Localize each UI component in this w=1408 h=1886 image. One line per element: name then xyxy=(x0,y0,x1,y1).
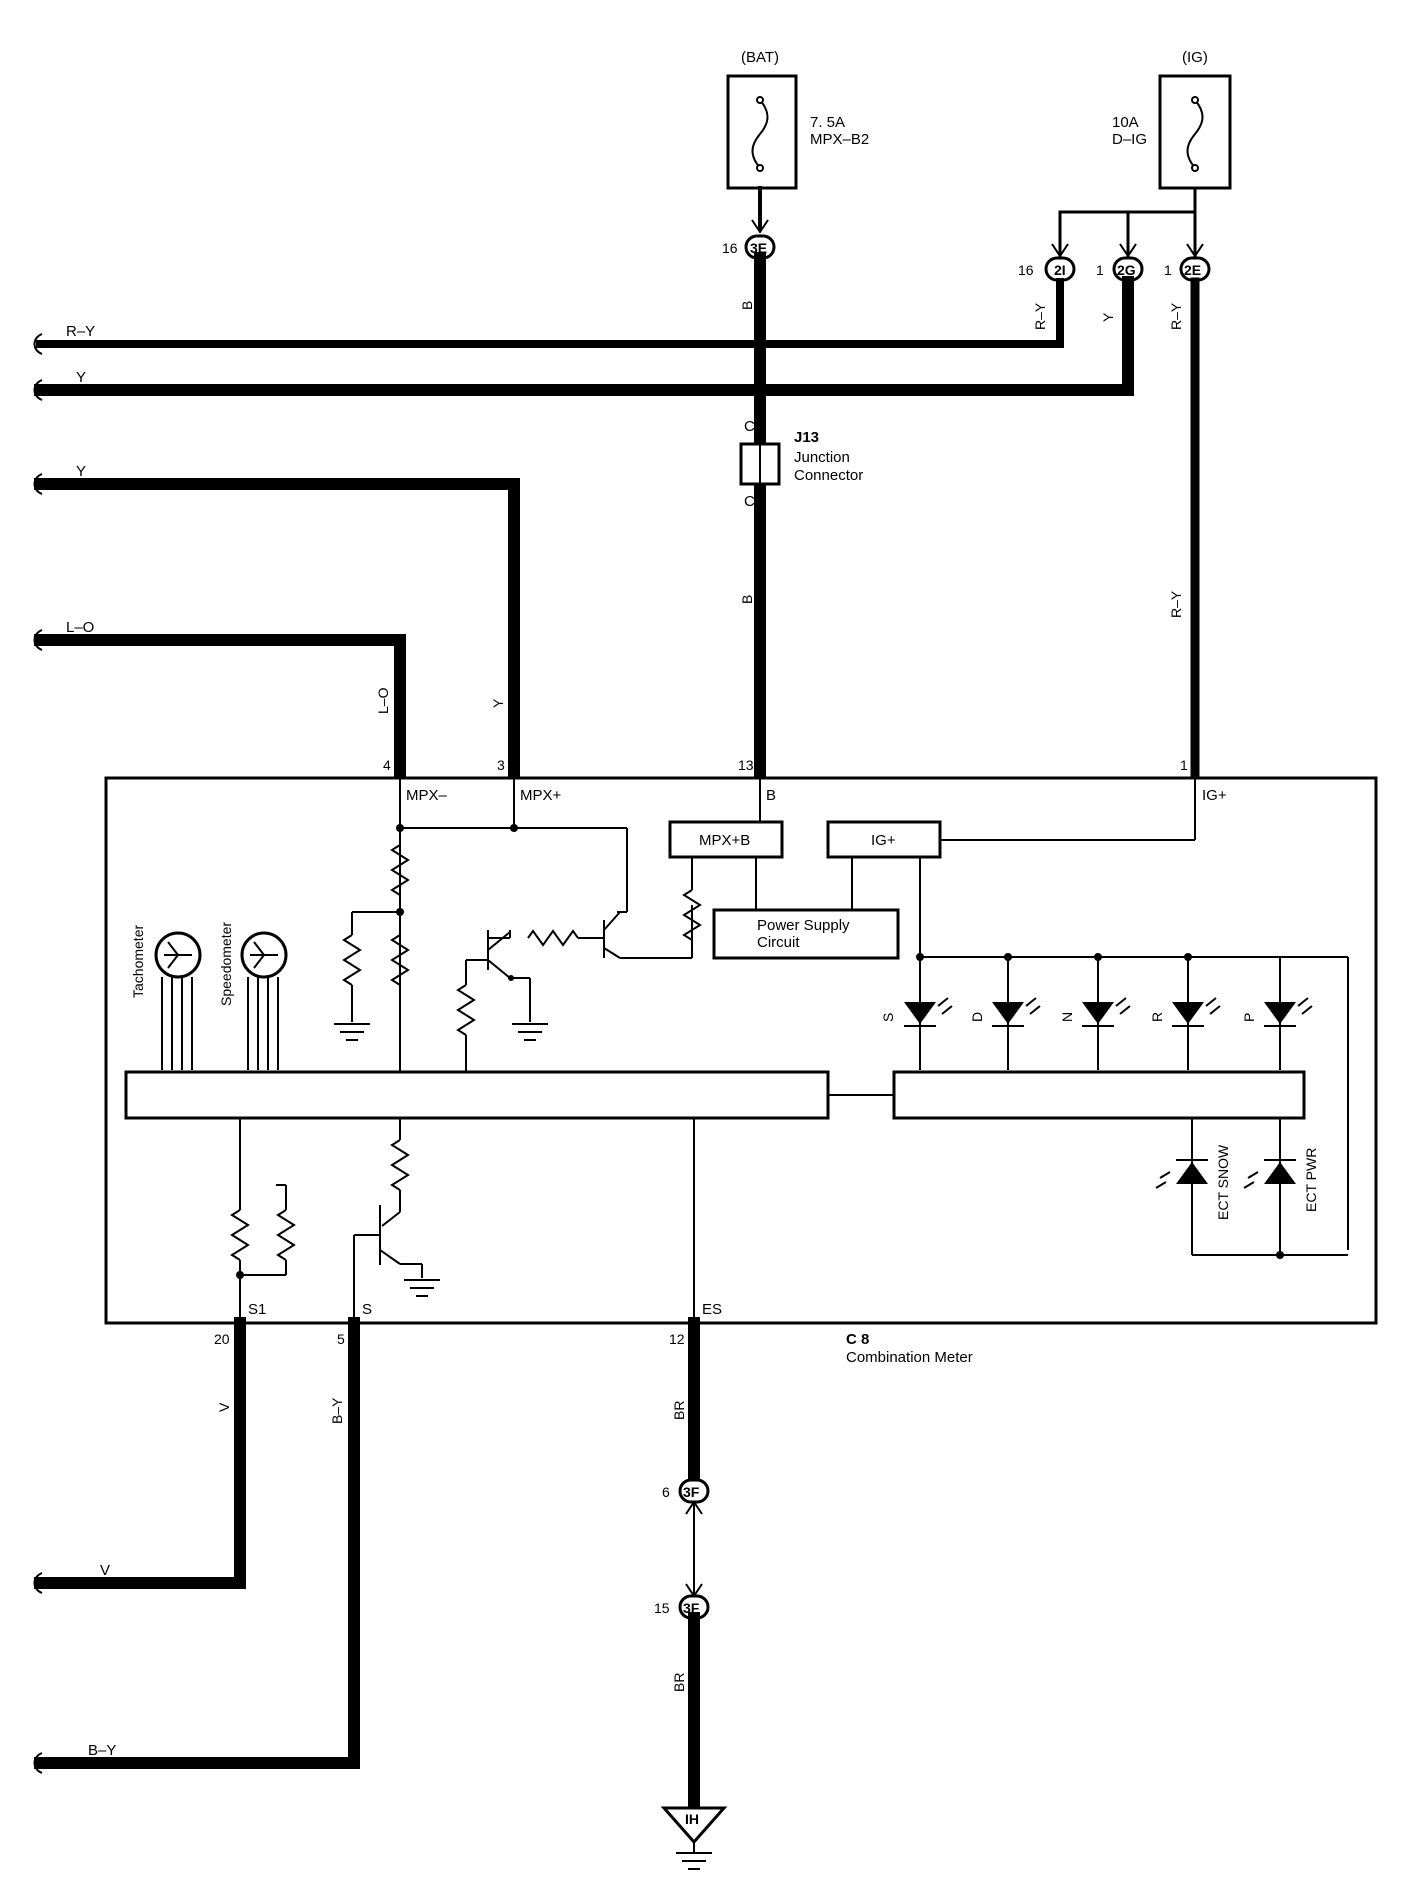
wire-label-vert-ry-lower: R–Y xyxy=(1168,590,1184,618)
svg-text:J13: J13 xyxy=(794,429,819,446)
wire-label-left-v: V xyxy=(100,1562,110,1579)
combination-meter: 4 3 13 1 MPX– MPX+ B IG+ xyxy=(104,757,1378,1325)
svg-text:MPX+B: MPX+B xyxy=(699,832,750,849)
svg-text:C: C xyxy=(744,418,755,435)
wire-label-vert-b-lower: B xyxy=(739,595,755,604)
svg-text:Junction: Junction xyxy=(794,449,850,466)
wire-label-left-by: B–Y xyxy=(88,1742,116,1759)
led-p: P xyxy=(1241,957,1313,1070)
speedometer-gauge: Speedometer xyxy=(218,922,288,1070)
connector-2G: 2G 1 xyxy=(1096,256,1144,282)
svg-text:P: P xyxy=(1241,1013,1257,1022)
wire-label-left-y2: Y xyxy=(76,463,86,480)
connector-2I: 2I 16 xyxy=(1018,256,1076,282)
wire-label-vert-y: Y xyxy=(490,698,506,708)
connector-2E: 2E 1 xyxy=(1164,256,1211,282)
svg-text:R: R xyxy=(1149,1012,1165,1022)
fuse-ig-name: D–IG xyxy=(1112,131,1147,148)
ect-snow-label: ECT SNOW xyxy=(1215,1144,1231,1220)
fuse-ig-source: (IG) xyxy=(1182,49,1208,66)
wire-label-left-y1: Y xyxy=(76,369,86,386)
svg-text:S: S xyxy=(880,1013,896,1022)
pin-label-b: B xyxy=(766,787,776,804)
svg-text:16: 16 xyxy=(1018,262,1034,278)
connector-3F-upper: 3F 6 xyxy=(662,1478,710,1504)
pin-num-mpx-plus: 3 xyxy=(497,757,505,773)
svg-text:2E: 2E xyxy=(1184,262,1201,278)
tachometer-label: Tachometer xyxy=(130,925,146,998)
pin-num-ig-plus: 1 xyxy=(1180,757,1188,773)
tachometer-gauge: Tachometer xyxy=(130,925,202,1070)
fuse-ig: (IG) 10A D–IG xyxy=(1112,49,1232,190)
wire-label-vert-ry-2i: R–Y xyxy=(1032,302,1048,330)
ect-pwr-label: ECT PWR xyxy=(1303,1148,1319,1212)
fuse-bat-source: (BAT) xyxy=(741,49,779,66)
svg-text:2I: 2I xyxy=(1054,262,1066,278)
indicator-leds: S D N R xyxy=(880,957,1313,1070)
wire-label-vert-v: V xyxy=(216,1402,232,1412)
ground-ih: IH xyxy=(660,1806,728,1870)
svg-text:Circuit: Circuit xyxy=(757,934,800,951)
fuse-bat-name: MPX–B2 xyxy=(810,131,869,148)
junction-j13: C C J13 Junction Connector xyxy=(739,418,863,510)
wire-label-vert-br-lower: BR xyxy=(671,1673,687,1692)
internal-bus-left xyxy=(124,1070,830,1120)
pin-label-ig-plus: IG+ xyxy=(1202,787,1227,804)
pin-label-mpx-minus: MPX– xyxy=(406,787,448,804)
internal-bus-right xyxy=(892,1070,1306,1120)
svg-text:1: 1 xyxy=(1096,262,1104,278)
connector-3E-top: 3E 16 xyxy=(722,234,776,260)
wire-label-vert-lo: L–O xyxy=(375,687,391,714)
svg-text:N: N xyxy=(1059,1012,1075,1022)
svg-text:16: 16 xyxy=(722,240,738,256)
wire-label-left-lo: L–O xyxy=(66,619,94,636)
fuse-bat: (BAT) 7. 5A MPX–B2 xyxy=(726,49,869,190)
speedometer-label: Speedometer xyxy=(218,922,234,1006)
svg-text:C: C xyxy=(744,493,755,510)
wire-label-vert-by: B–Y xyxy=(329,1397,345,1424)
wire-label-vert-y-2g: Y xyxy=(1100,312,1116,322)
led-s: S xyxy=(880,957,953,1070)
pin-label-s1: S1 xyxy=(248,1301,266,1318)
block-power-supply xyxy=(712,908,900,960)
pin-num-s: 5 xyxy=(337,1331,345,1347)
wire-label-vert-b-upper: B xyxy=(739,301,755,310)
svg-text:6: 6 xyxy=(662,1484,670,1500)
meter-id: C 8 xyxy=(846,1331,869,1348)
wire-ends-left xyxy=(33,333,43,1774)
pin-label-s: S xyxy=(362,1301,372,1318)
svg-text:2G: 2G xyxy=(1117,262,1136,278)
ect-indicators: ECT SNOW ECT PWR xyxy=(1155,1118,1348,1259)
pin-label-es: ES xyxy=(702,1301,722,1318)
svg-text:IH: IH xyxy=(685,1811,699,1827)
svg-text:1: 1 xyxy=(1164,262,1172,278)
svg-text:Connector: Connector xyxy=(794,467,863,484)
wire-label-vert-ry-2e: R–Y xyxy=(1168,302,1184,330)
wire-label-vert-br-upper: BR xyxy=(671,1401,687,1420)
svg-text:3F: 3F xyxy=(683,1484,700,1500)
meter-name: Combination Meter xyxy=(846,1349,973,1366)
pin-num-s1: 20 xyxy=(214,1331,230,1347)
fuse-ig-rating: 10A xyxy=(1112,114,1139,131)
pin-num-es: 12 xyxy=(669,1331,685,1347)
led-d: D xyxy=(969,957,1041,1070)
pin-label-mpx-plus: MPX+ xyxy=(520,787,562,804)
pin-num-b: 13 xyxy=(738,757,754,773)
pin-num-mpx-minus: 4 xyxy=(383,757,391,773)
fuse-bat-rating: 7. 5A xyxy=(810,114,845,131)
svg-text:IG+: IG+ xyxy=(871,832,896,849)
block-mpxb xyxy=(668,820,784,859)
svg-text:15: 15 xyxy=(654,1600,670,1616)
led-n: N xyxy=(1059,957,1131,1070)
led-r: R xyxy=(1149,957,1221,1070)
svg-text:D: D xyxy=(969,1012,985,1022)
svg-text:Power Supply: Power Supply xyxy=(757,917,850,934)
wire-label-left-ry: R–Y xyxy=(66,323,95,340)
